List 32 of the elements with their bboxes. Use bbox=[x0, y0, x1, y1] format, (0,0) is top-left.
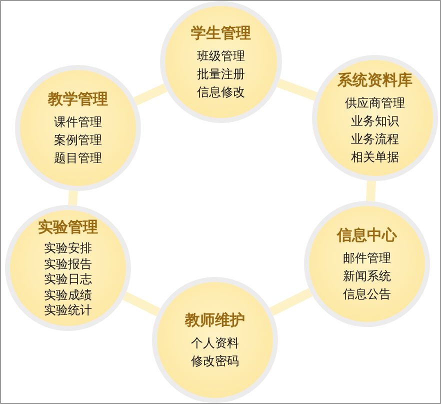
connector-line bbox=[68, 190, 78, 206]
feature-item: 业务知识 bbox=[351, 113, 399, 130]
feature-item: 批量注册 bbox=[197, 66, 245, 83]
feature-item: 新闻系统 bbox=[343, 268, 391, 285]
feature-item: 实验报告 bbox=[44, 256, 92, 272]
module-title: 系统资料库 bbox=[338, 70, 412, 90]
feature-item: 班级管理 bbox=[197, 48, 245, 65]
feature-item: 实验安排 bbox=[44, 241, 92, 257]
connector-line bbox=[122, 292, 160, 316]
feature-item: 信息公告 bbox=[343, 286, 391, 303]
feature-item: 供应商管理 bbox=[345, 95, 405, 112]
module-title: 信息中心 bbox=[337, 225, 397, 245]
feature-item: 邮件管理 bbox=[343, 250, 391, 267]
feature-item: 相关单据 bbox=[351, 149, 399, 166]
feature-item: 修改密码 bbox=[191, 353, 239, 370]
feature-item: 个人资料 bbox=[191, 335, 239, 352]
module-title: 实验管理 bbox=[38, 217, 98, 238]
connector-line bbox=[366, 180, 376, 202]
feature-item: 题目管理 bbox=[54, 150, 102, 167]
feature-item: 实验统计 bbox=[44, 303, 92, 319]
connector-line bbox=[269, 288, 313, 316]
feature-item: 实验日志 bbox=[44, 272, 92, 288]
connector-line bbox=[133, 83, 168, 106]
module-title: 教学管理 bbox=[48, 89, 108, 109]
module-title: 教师维护 bbox=[185, 310, 245, 330]
feature-item: 案例管理 bbox=[54, 132, 102, 149]
module-title: 学生管理 bbox=[191, 23, 251, 43]
feature-item: 课件管理 bbox=[54, 114, 102, 131]
connector-line bbox=[276, 78, 318, 101]
feature-item: 实验成绩 bbox=[44, 288, 92, 304]
feature-item: 业务流程 bbox=[351, 131, 399, 148]
feature-item: 信息修改 bbox=[197, 84, 245, 101]
